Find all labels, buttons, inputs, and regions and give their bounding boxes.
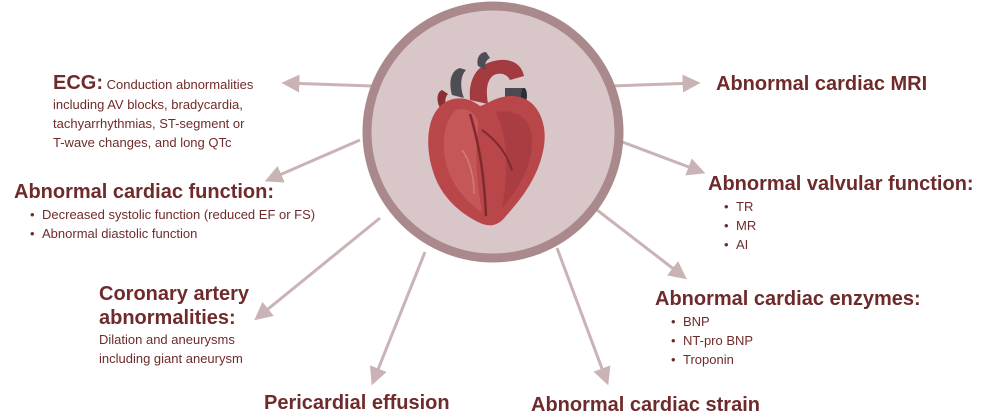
ecg-block: ECG: Conduction abnormalities including … <box>53 71 283 152</box>
coronary-text-line: Dilation and aneurysms <box>99 330 299 349</box>
strain-title: Abnormal cardiac strain <box>531 393 760 417</box>
arrow-ecg <box>285 83 372 86</box>
enzymes-item: NT-pro BNP <box>669 331 955 350</box>
ecg-text-line: T-wave changes, and long QTc <box>53 133 283 152</box>
arrow-valvular <box>617 140 702 172</box>
arrow-strain <box>557 248 607 382</box>
enzymes-item: Troponin <box>669 350 955 369</box>
cardiac-function-item: Decreased systolic function (reduced EF … <box>28 205 354 224</box>
enzymes-item: BNP <box>669 312 955 331</box>
arrow-pericardial <box>373 252 425 382</box>
cardiac-function-item: Abnormal diastolic function <box>28 224 354 243</box>
arrow-mri <box>611 83 697 86</box>
mri-title: Abnormal cardiac MRI <box>716 72 927 96</box>
valvular-item: AI <box>722 235 978 254</box>
coronary-text-line: including giant aneurysm <box>99 349 299 368</box>
valvular-title: Abnormal valvular function: <box>708 172 978 196</box>
valvular-item: MR <box>722 216 978 235</box>
cardiac-function-block: Abnormal cardiac function: Decreased sys… <box>14 180 354 243</box>
arrow-enzymes <box>597 210 684 277</box>
pericardial-title: Pericardial effusion <box>264 391 450 415</box>
enzymes-title: Abnormal cardiac enzymes: <box>655 287 955 311</box>
ecg-text-line: Conduction abnormalities <box>107 77 254 92</box>
valvular-block: Abnormal valvular function: TR MR AI <box>708 172 978 254</box>
ecg-text-line: including AV blocks, bradycardia, <box>53 95 283 114</box>
coronary-title-line: Coronary artery <box>99 282 299 306</box>
coronary-title-line: abnormalities: <box>99 306 299 330</box>
valvular-item: TR <box>722 197 978 216</box>
ecg-text-line: tachyarrhythmias, ST-segment or <box>53 114 283 133</box>
cardiac-function-title: Abnormal cardiac function: <box>14 180 354 204</box>
enzymes-block: Abnormal cardiac enzymes: BNP NT-pro BNP… <box>655 287 955 369</box>
coronary-block: Coronary artery abnormalities: Dilation … <box>99 282 299 368</box>
ecg-title: ECG: <box>53 72 103 94</box>
